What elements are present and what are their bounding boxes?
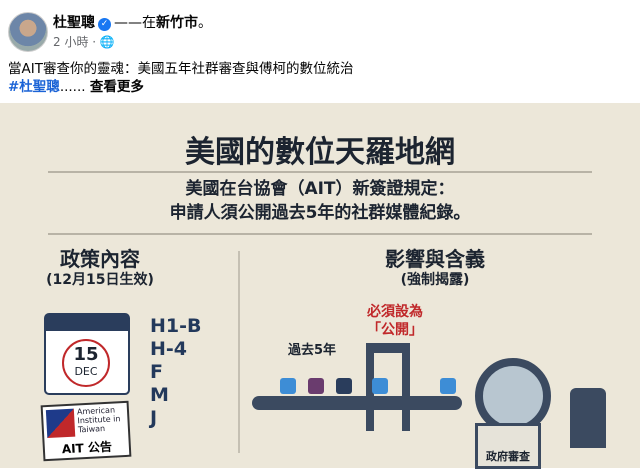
- author-name[interactable]: 杜聖聰: [53, 15, 95, 31]
- avatar[interactable]: [8, 12, 48, 52]
- scanner-gate: [366, 343, 374, 431]
- verified-icon: ✓: [98, 18, 111, 31]
- gov-label: 政府審查: [486, 450, 530, 463]
- visa-type: M: [150, 384, 169, 406]
- scanner-gate: [366, 343, 410, 353]
- right-subheading: (強制揭露): [400, 272, 470, 288]
- subtitle-2: 申請人須公開過去5年的社群媒體紀錄。: [169, 203, 471, 223]
- divider: [48, 233, 592, 235]
- must-label: 必須設為: [367, 304, 423, 320]
- visa-type: F: [150, 361, 163, 383]
- visa-type: H-4: [150, 338, 188, 360]
- ait-stamp: American Institute in Taiwan AIT 公告: [40, 400, 132, 462]
- calendar-day: 15: [73, 344, 99, 365]
- unlocked-icon: [440, 378, 456, 394]
- facebook-lock-icon: [336, 378, 352, 394]
- post-body: 當AIT審查你的靈魂：美國五年社群審查與傅柯的數位統治: [8, 61, 354, 77]
- post-header: 杜聖聰✓——在新竹市。: [53, 12, 212, 32]
- location-link[interactable]: 新竹市: [156, 15, 198, 31]
- location-suffix: 。: [198, 15, 212, 31]
- divider: [48, 171, 592, 173]
- post-time[interactable]: 2 小時 ·: [53, 35, 97, 49]
- visa-type: H1-B: [150, 315, 202, 337]
- gov-monitor: 政府審查: [475, 423, 541, 469]
- visa-type: J: [150, 407, 158, 429]
- instagram-lock-icon: [308, 378, 324, 394]
- scanner-gate: [402, 343, 410, 431]
- left-subheading: (12月15日生效): [46, 272, 154, 288]
- stamp-label: AIT 公告: [61, 439, 113, 457]
- globe-icon: 🌐: [99, 35, 115, 49]
- post-image[interactable]: 美國的數位天羅地網 美國在台協會（AIT）新簽證規定： 申請人須公開過去5年的社…: [0, 103, 640, 469]
- robot-arm-icon: [570, 388, 606, 448]
- twitter-lock-icon: [280, 378, 296, 394]
- ellipsis: ......: [59, 79, 86, 95]
- column-divider: [238, 251, 240, 453]
- see-more-button[interactable]: 查看更多: [89, 79, 144, 95]
- calendar-month: DEC: [74, 365, 98, 378]
- post-text: 當AIT審查你的靈魂：美國五年社群審查與傅柯的數位統治 #杜聖聰...... 查…: [8, 60, 353, 96]
- twitter-unlocked-icon: [372, 378, 388, 394]
- stamp-org: American Institute in Taiwan: [76, 405, 121, 435]
- right-heading: 影響與含義: [385, 247, 485, 271]
- subtitle-1: 美國在台協會（AIT）新簽證規定：: [185, 179, 455, 199]
- past-label: 過去5年: [287, 343, 337, 358]
- visa-list: H1-B H-4 F M J: [150, 315, 202, 430]
- hashtag-link[interactable]: #杜聖聰: [8, 79, 60, 95]
- calendar-icon: 15 DEC: [44, 313, 130, 395]
- post-meta: 2 小時 · 🌐: [53, 33, 115, 50]
- left-heading: 政策內容: [60, 247, 140, 271]
- flag-icon: [45, 408, 76, 439]
- location-prefix: ——在: [114, 15, 156, 31]
- infographic-title: 美國的數位天羅地網: [185, 135, 455, 170]
- public-label: 「公開」: [367, 322, 423, 338]
- conveyor-belt: [252, 396, 462, 410]
